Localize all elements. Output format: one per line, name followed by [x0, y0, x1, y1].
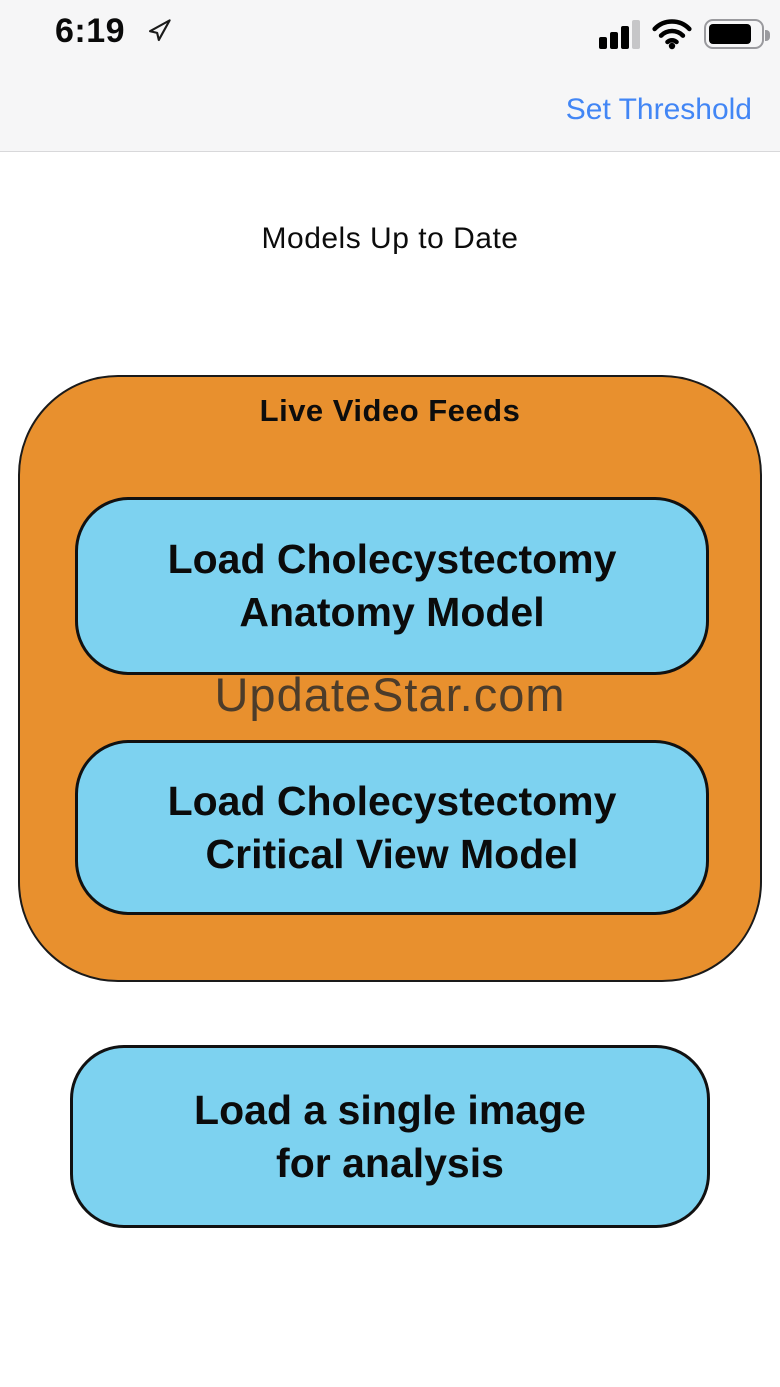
- live-video-feeds-panel: Live Video Feeds Load Cholecystectomy An…: [18, 375, 762, 982]
- cellular-signal-icon: [599, 19, 640, 49]
- set-threshold-button[interactable]: Set Threshold: [565, 93, 752, 126]
- models-status-text: Models Up to Date: [261, 222, 519, 255]
- status-time: 6:19: [55, 12, 126, 50]
- button-label-line: Anatomy Model: [239, 589, 545, 635]
- status-icons: [599, 18, 772, 50]
- load-anatomy-model-button[interactable]: Load Cholecystectomy Anatomy Model: [75, 497, 709, 675]
- load-single-image-button[interactable]: Load a single image for analysis: [70, 1045, 710, 1228]
- button-label-line: Load a single image: [194, 1086, 586, 1133]
- button-label-line: Load Cholecystectomy: [167, 536, 617, 582]
- location-arrow-icon: [148, 19, 171, 42]
- load-critical-view-model-button[interactable]: Load Cholecystectomy Critical View Model: [75, 740, 709, 915]
- button-label-line: Load Cholecystectomy: [167, 777, 617, 824]
- wifi-icon: [652, 19, 692, 50]
- battery-icon: [704, 19, 770, 49]
- battery-fill: [709, 24, 751, 44]
- status-nav-bar: 6:19 Set Threshold: [0, 0, 780, 152]
- button-label-line: for analysis: [276, 1139, 504, 1186]
- battery-nub: [765, 30, 770, 41]
- button-label-line: Critical View Model: [205, 830, 579, 877]
- live-video-feeds-title: Live Video Feeds: [259, 393, 521, 428]
